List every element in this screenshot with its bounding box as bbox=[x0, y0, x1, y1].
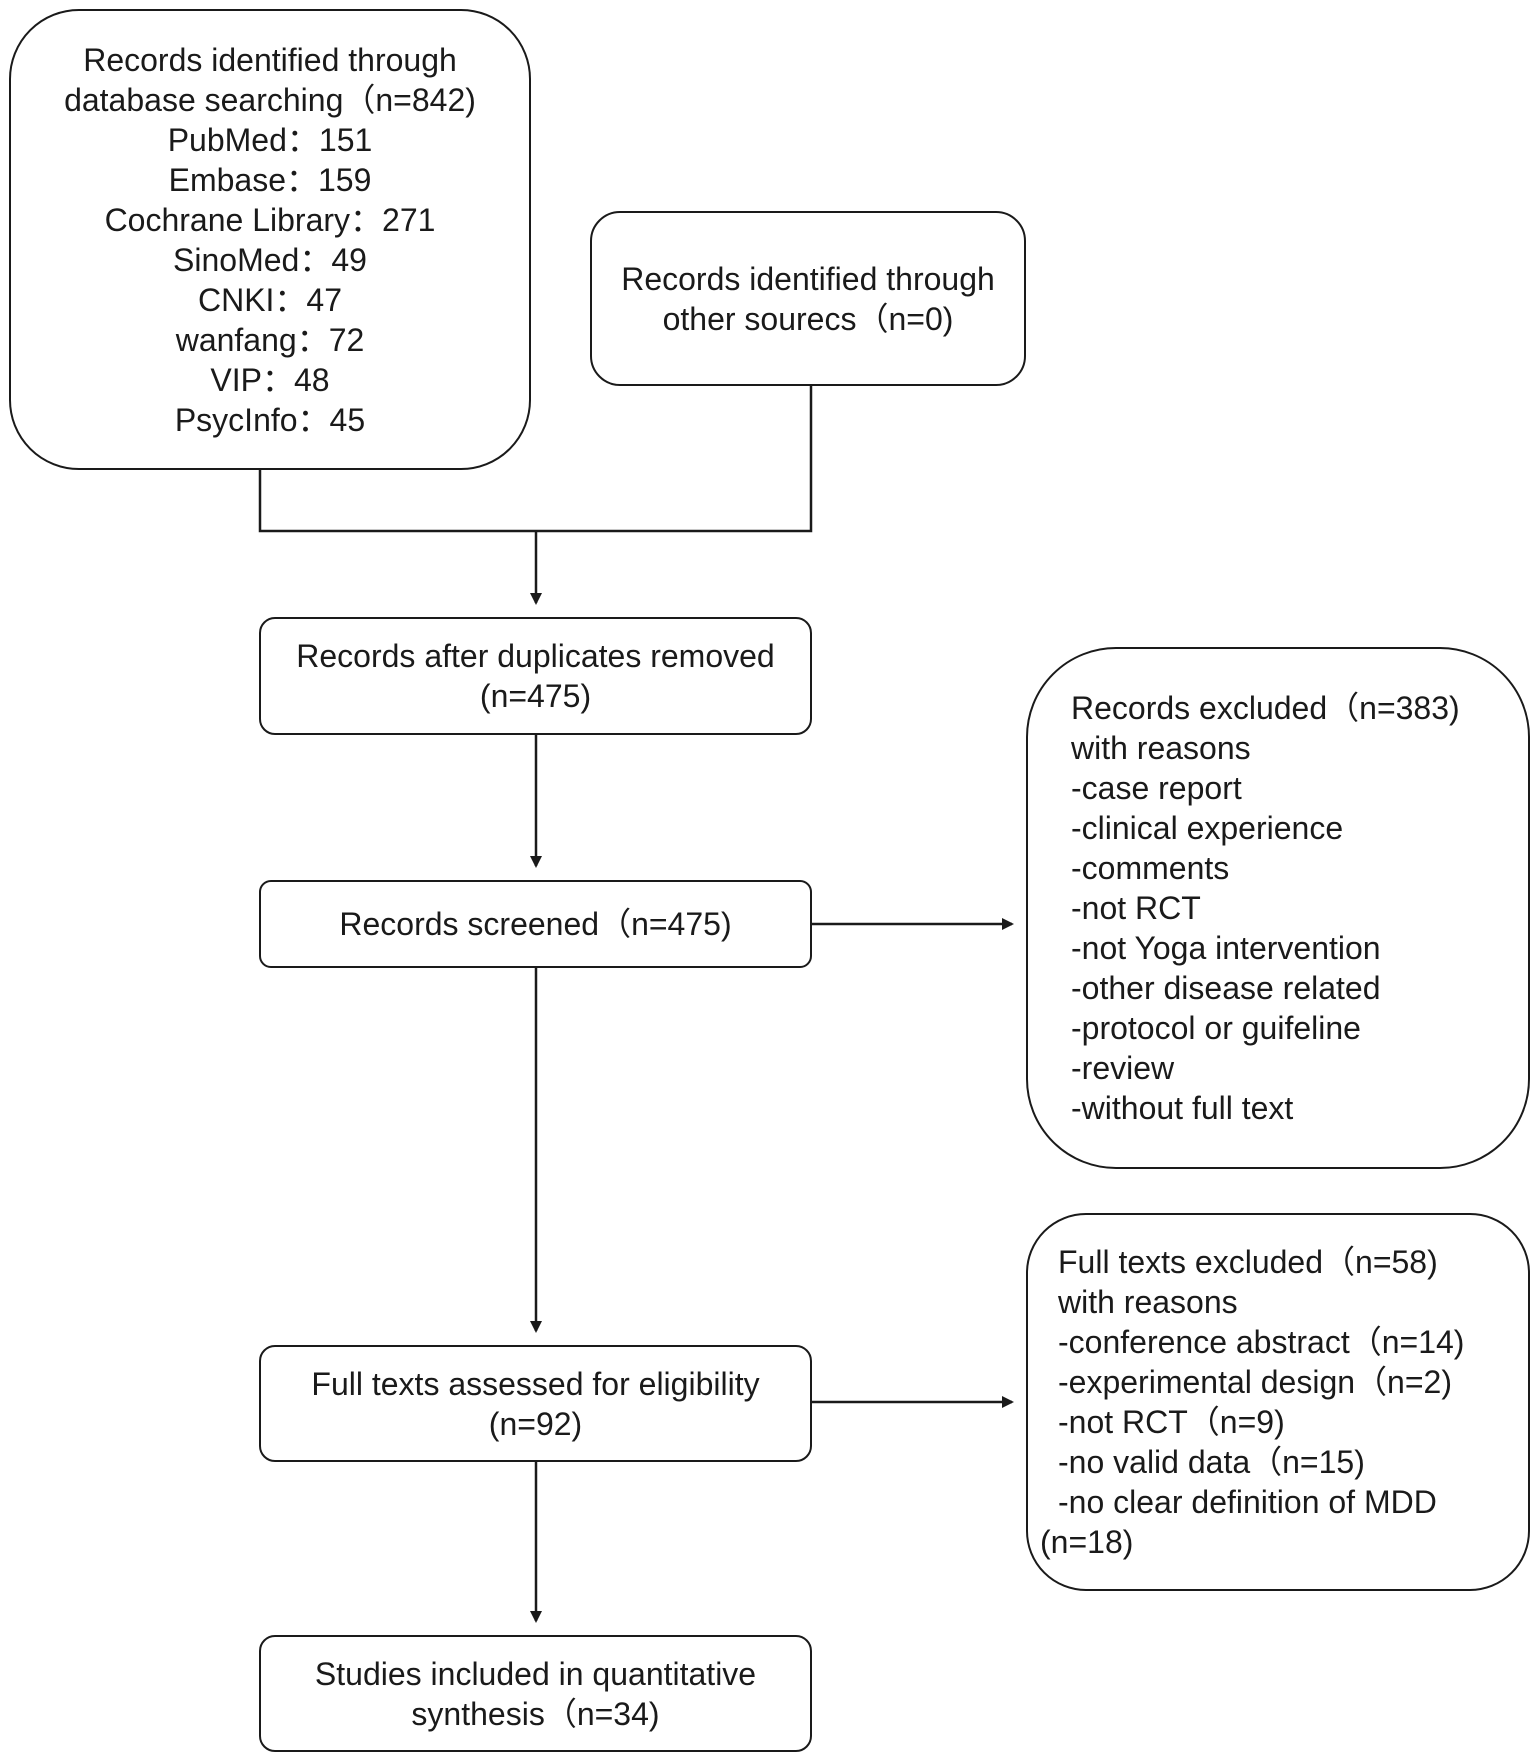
box-line: PsycInfo：45 bbox=[174, 401, 366, 438]
box-line: -case report bbox=[1071, 770, 1242, 806]
database-records-box: Records identified through database sear… bbox=[9, 9, 531, 470]
box-line: -clinical experience bbox=[1071, 810, 1344, 846]
box-line: -comments bbox=[1071, 850, 1230, 886]
box-line: -not RCT（n=9) bbox=[1058, 1404, 1285, 1440]
box-line: (n=475) bbox=[479, 678, 592, 714]
box-line: other sourecs（n=0) bbox=[662, 300, 954, 337]
box-line: SinoMed：49 bbox=[173, 241, 367, 278]
box-line: Records after duplicates removed bbox=[296, 638, 775, 674]
box-line: Studies included in quantitative bbox=[314, 1655, 757, 1692]
box-line: -no valid data（n=15) bbox=[1058, 1444, 1365, 1480]
box-line: Full texts excluded（n=58) bbox=[1058, 1244, 1438, 1280]
box-line: -conference abstract（n=14) bbox=[1058, 1324, 1465, 1360]
box-line: Records screened（n=475) bbox=[339, 906, 732, 942]
studies-included-box: Studies included in quantitative synthes… bbox=[259, 1635, 812, 1752]
box-line: Full texts assessed for eligibility bbox=[311, 1365, 760, 1402]
box-line: (n=18) bbox=[1040, 1524, 1134, 1560]
box-line: database searching（n=842) bbox=[64, 81, 476, 118]
box-line: -other disease related bbox=[1071, 970, 1381, 1006]
box-line: -not Yoga intervention bbox=[1071, 930, 1381, 966]
records-excluded-box: Records excluded（n=383) with reasons -ca… bbox=[1026, 647, 1530, 1169]
box-line: -without full text bbox=[1071, 1090, 1294, 1126]
box-line: CNKI：47 bbox=[197, 281, 343, 318]
box-line: Cochrane Library：271 bbox=[104, 201, 436, 238]
box-line: -review bbox=[1071, 1050, 1175, 1086]
records-screened-box: Records screened（n=475) bbox=[259, 880, 812, 968]
box-line: -experimental design（n=2) bbox=[1058, 1364, 1452, 1400]
box-line: wanfang：72 bbox=[175, 321, 365, 358]
duplicates-removed-box: Records after duplicates removed (n=475) bbox=[259, 617, 812, 735]
box-line: -protocol or guifeline bbox=[1071, 1010, 1361, 1046]
eligibility-box: Full texts assessed for eligibility (n=9… bbox=[259, 1345, 812, 1462]
box-line: Records excluded（n=383) bbox=[1071, 690, 1460, 726]
box-line: Records identified through bbox=[621, 260, 995, 297]
fulltext-excluded-box: Full texts excluded（n=58) with reasons -… bbox=[1026, 1213, 1530, 1591]
box-line: Embase：159 bbox=[168, 161, 372, 198]
box-line: -no clear definition of MDD bbox=[1058, 1484, 1437, 1520]
box-line: Records identified through bbox=[83, 41, 457, 78]
box-line: -not RCT bbox=[1071, 890, 1201, 926]
other-sources-box: Records identified through other sourecs… bbox=[590, 211, 1026, 386]
box-line: (n=92) bbox=[488, 1405, 583, 1442]
box-line: with reasons bbox=[1071, 730, 1251, 766]
box-line: with reasons bbox=[1058, 1284, 1238, 1320]
box-line: VIP：48 bbox=[210, 361, 330, 398]
box-line: synthesis（n=34) bbox=[411, 1695, 660, 1732]
box-line: PubMed：151 bbox=[167, 121, 373, 158]
